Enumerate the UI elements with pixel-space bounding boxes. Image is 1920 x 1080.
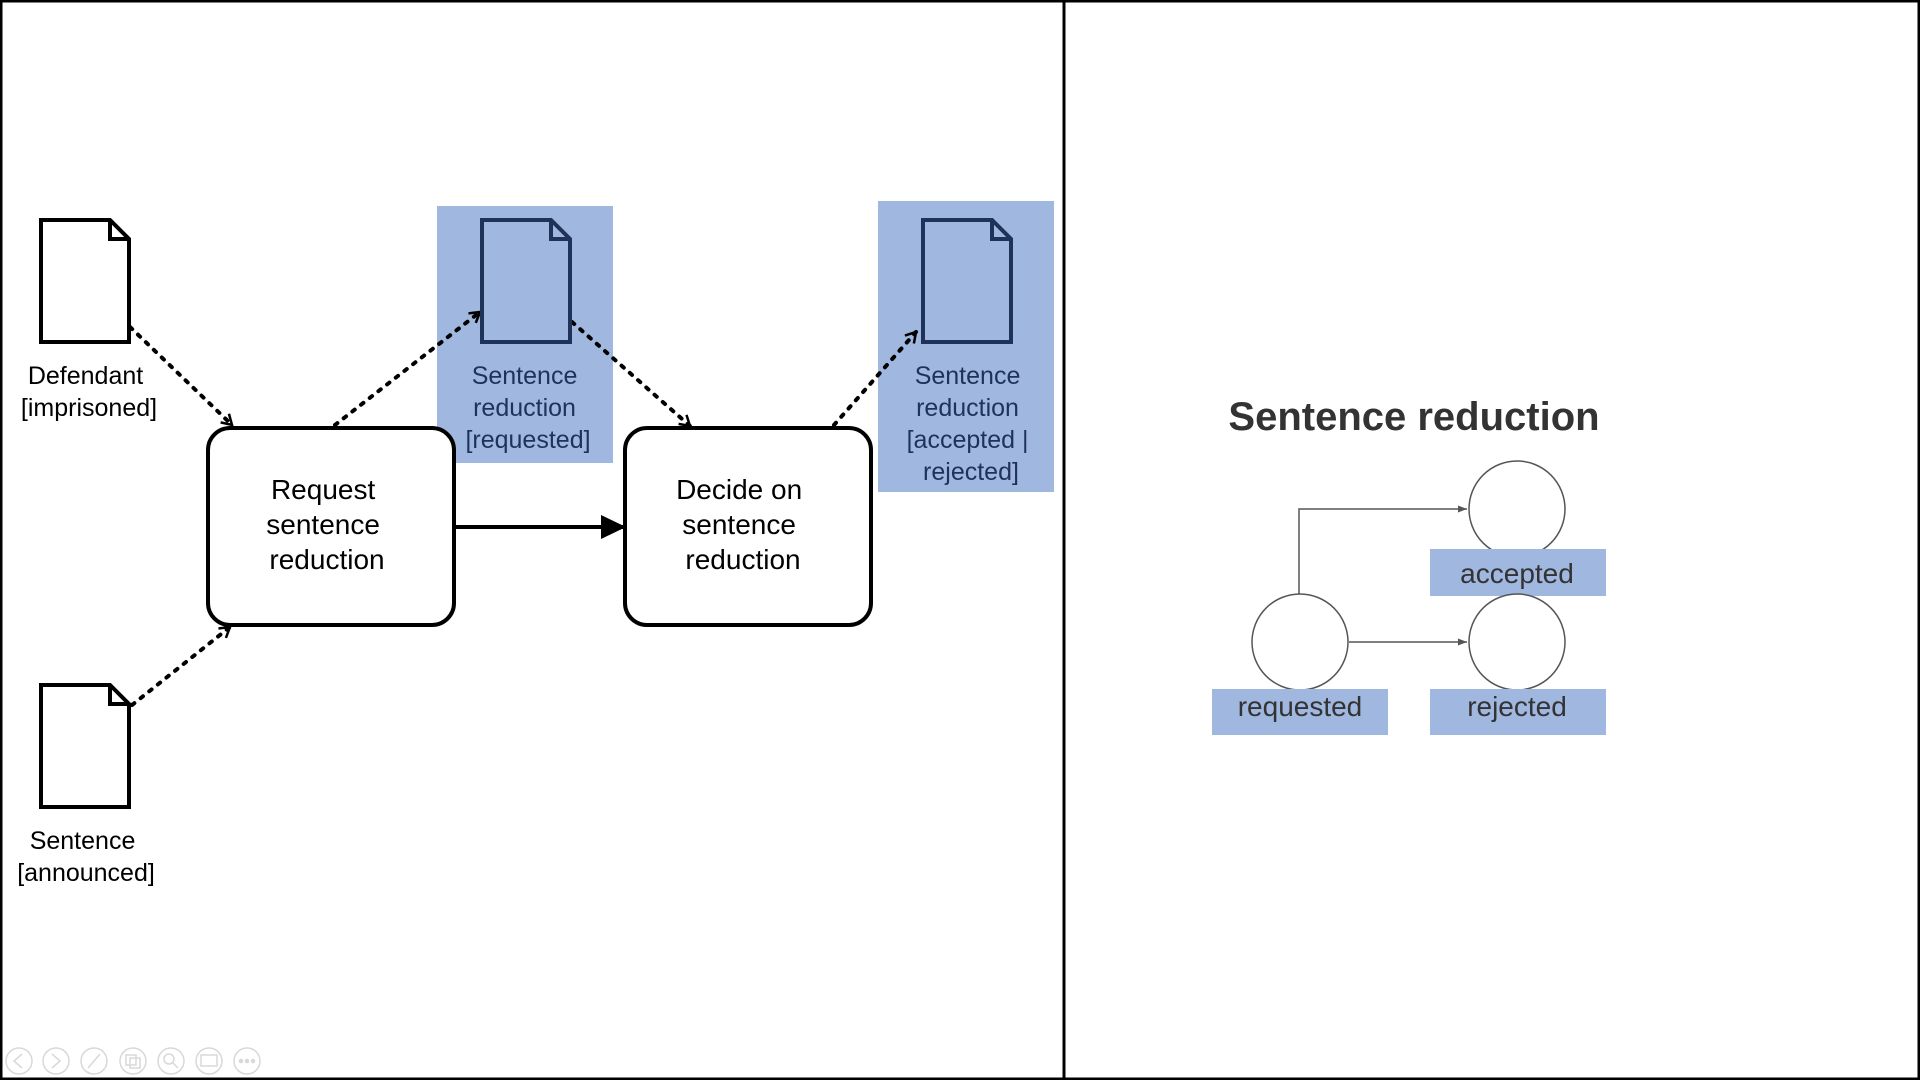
artifact-sentence-reduction-decided: Sentence reduction [accepted | rejected] xyxy=(907,218,1036,486)
flow-decide-to-decided xyxy=(832,330,918,427)
document-icon xyxy=(39,683,131,809)
pen-icon[interactable] xyxy=(80,1047,108,1075)
document-icon xyxy=(480,218,572,344)
artifact-defendant: Defendant [imprisoned] xyxy=(21,218,157,422)
document-fold xyxy=(549,220,570,241)
artifact-defendant-label: Defendant [imprisoned] xyxy=(21,362,157,422)
artifact-sentence: Sentence [announced] xyxy=(17,683,155,887)
state-rejected: rejected xyxy=(1430,593,1606,735)
activity-decide-label: Decide on sentence reduction xyxy=(676,474,810,575)
flow-request-to-requested xyxy=(333,310,482,427)
state-label-background xyxy=(1430,549,1606,596)
document-icon xyxy=(39,218,131,344)
prev-icon[interactable] xyxy=(5,1047,33,1075)
copy-icon[interactable] xyxy=(119,1047,147,1075)
transition-requested-to-accepted xyxy=(1298,505,1467,594)
presentation-toolbar xyxy=(5,1047,261,1075)
lifecycle-title: Sentence reduction xyxy=(1228,395,1599,439)
next-icon[interactable] xyxy=(42,1047,70,1075)
activity-box xyxy=(623,426,873,627)
document-icon xyxy=(921,218,1013,344)
state-accepted-label: accepted xyxy=(1460,558,1574,589)
document-fold xyxy=(108,685,129,706)
activity-box xyxy=(206,426,456,627)
state-requested: requested xyxy=(1212,593,1388,735)
state-label-background xyxy=(1430,689,1606,735)
state-requested-label: requested xyxy=(1238,691,1363,722)
state-circle xyxy=(1468,593,1566,691)
activity-decide-on-sentence-reduction: Decide on sentence reduction xyxy=(623,426,873,627)
flow-defendant-to-request xyxy=(128,325,234,427)
activity-request-sentence-reduction: Request sentence reduction xyxy=(206,426,456,627)
flow-requested-to-decide xyxy=(570,320,692,428)
more-icon[interactable] xyxy=(233,1047,261,1075)
artifact-sentence-label: Sentence [announced] xyxy=(17,827,155,887)
state-circle xyxy=(1468,460,1566,558)
subtitle-icon[interactable] xyxy=(195,1047,223,1075)
document-fold xyxy=(990,220,1011,241)
state-label-background xyxy=(1212,689,1388,735)
state-rejected-label: rejected xyxy=(1467,691,1567,722)
activity-request-label: Request sentence reduction xyxy=(266,474,387,575)
state-circle xyxy=(1251,593,1349,691)
document-fold xyxy=(108,220,129,241)
state-accepted: accepted xyxy=(1430,460,1606,596)
artifact-requested-label: Sentence reduction [requested] xyxy=(465,362,590,454)
flow-sentence-to-request xyxy=(130,625,232,707)
zoom-icon[interactable] xyxy=(157,1047,185,1075)
artifact-decided-label: Sentence reduction [accepted | rejected] xyxy=(907,362,1036,486)
artifact-sentence-reduction-requested: Sentence reduction [requested] xyxy=(465,218,591,454)
